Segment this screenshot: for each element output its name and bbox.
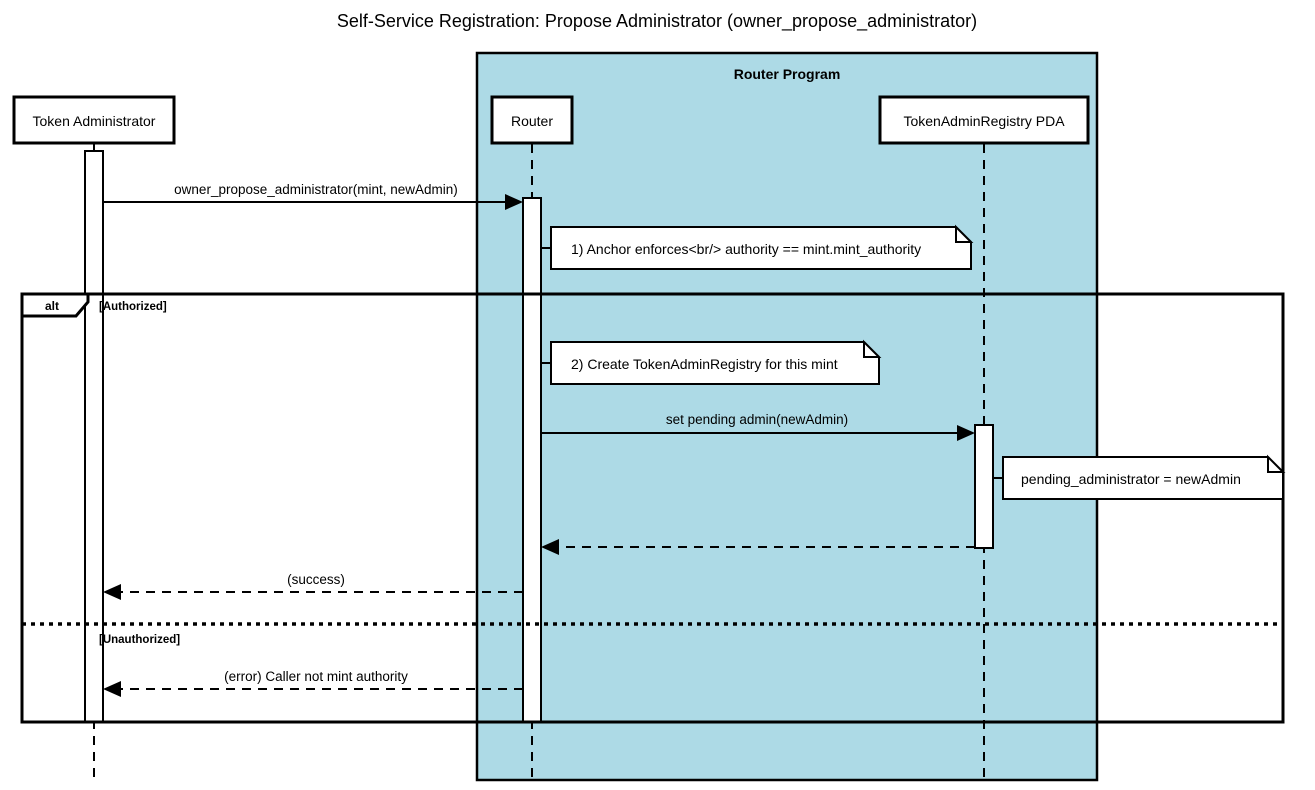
- note-text-create-registry: 2) Create TokenAdminRegistry for this mi…: [571, 356, 838, 372]
- participant-label-router: Router: [511, 113, 553, 129]
- activation-bar-pda: [974, 424, 994, 549]
- message-label-success: (success): [287, 572, 345, 587]
- participant-label-pda: TokenAdminRegistry PDA: [903, 113, 1065, 129]
- fragment-kind-label: alt: [45, 299, 59, 313]
- fragment-box-alt: [20, 292, 1285, 724]
- message-label-propose-administrator: owner_propose_administrator(mint, newAdm…: [174, 182, 458, 197]
- note-text-pending-administrator: pending_administrator = newAdmin: [1021, 471, 1241, 487]
- note-box-create-registry: [550, 341, 880, 385]
- activation-bar-router: [522, 197, 542, 723]
- arrowhead-pda-return: [541, 539, 559, 555]
- arrowhead-set-pending-admin: [957, 425, 975, 441]
- note-fold-corner-2: [863, 339, 882, 358]
- group-title-router-program: Router Program: [734, 66, 841, 82]
- note-box-anchor-enforces: [550, 226, 972, 270]
- fragment-tab-alt: [20, 292, 90, 318]
- participant-box-admin[interactable]: [12, 95, 176, 145]
- note-fold-corner-3: [1267, 454, 1286, 473]
- arrowhead-propose-administrator: [505, 194, 523, 210]
- group-box-router-program: [475, 51, 1099, 782]
- note-box-pending-administrator: [1002, 456, 1284, 500]
- participant-label-admin: Token Administrator: [33, 113, 156, 129]
- note-text-anchor-enforces: 1) Anchor enforces<br/> authority == min…: [571, 241, 921, 257]
- fragment-guard-unauthorized: [Unauthorized]: [99, 634, 180, 646]
- note-fold-corner-1: [955, 224, 974, 243]
- diagram-title: Self-Service Registration: Propose Admin…: [337, 11, 977, 32]
- participant-box-router[interactable]: [490, 95, 574, 145]
- participant-box-pda[interactable]: [878, 95, 1090, 145]
- arrowhead-success: [103, 584, 121, 600]
- message-label-set-pending-admin: set pending admin(newAdmin): [666, 412, 848, 427]
- fragment-guard-authorized: [Authorized]: [99, 301, 167, 313]
- arrowhead-error: [103, 681, 121, 697]
- message-label-error: (error) Caller not mint authority: [224, 669, 408, 684]
